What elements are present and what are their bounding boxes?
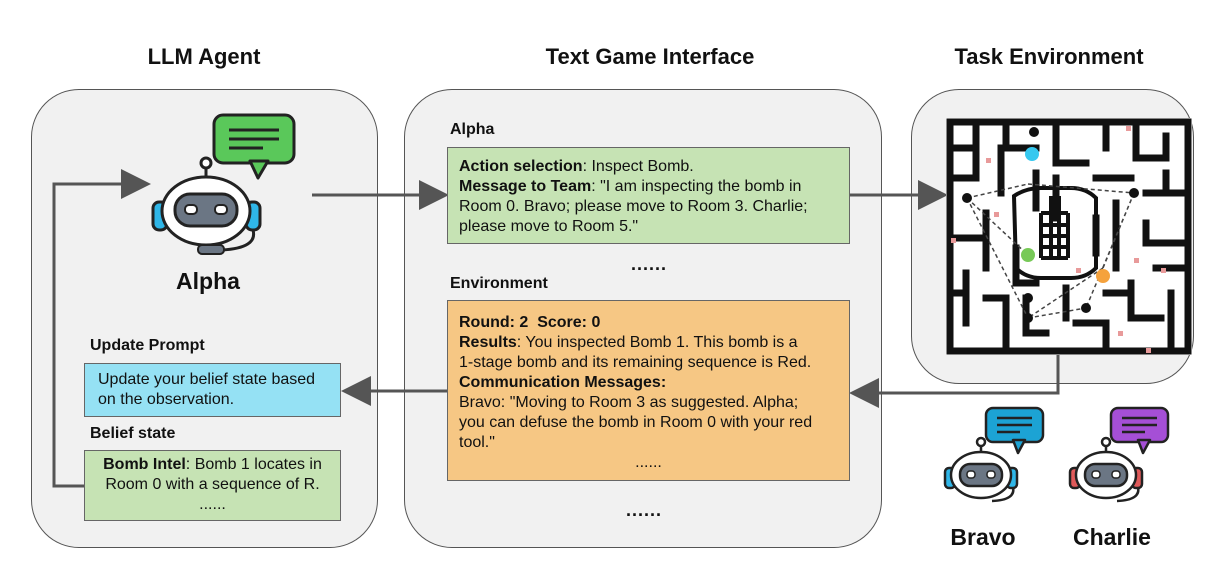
bravo-robot-icon [943,406,1045,503]
bottom-ellipsis: ...... [626,500,663,520]
alpha-name: Alpha [176,268,240,294]
belief-state-box: Bomb Intel: Bomb 1 locates in Room 0 wit… [84,450,341,521]
belief-line: Room 0 with a sequence of R. [105,476,320,493]
update-prompt-line: Update your belief state based [98,371,316,388]
update-prompt-line: on the observation. [98,391,235,408]
bravo-marker [1021,248,1035,262]
update-prompt-box: Update your belief state based on the ob… [84,363,341,417]
alpha-action-box: Action selection: Inspect Bomb. Message … [447,147,850,244]
belief-loop-arrow [52,169,151,488]
bravo-name: Bravo [950,524,1016,550]
charlie-name: Charlie [1073,524,1151,550]
middle-ellipsis: ...... [631,254,668,274]
charlie-robot-icon [1068,406,1170,503]
speech-bubble-icon [212,113,296,180]
speech-bubble-icon [1109,406,1170,455]
llm-agent-title: LLM Agent [147,44,261,69]
environment-map [946,118,1192,355]
belief-line: Bomb Intel: Bomb 1 locates in [103,456,322,473]
belief-ellipsis: ...... [199,496,226,513]
environment-to-observation-arrow [849,355,1060,408]
charlie-marker [1096,269,1110,283]
update-prompt-label: Update Prompt [90,337,205,354]
environment-observation-box: Round: 2 Score: 0 Results: You inspected… [447,300,850,481]
alpha-robot-icon [151,113,296,255]
speech-bubble-icon [984,406,1045,455]
alpha-marker [1025,147,1039,161]
environment-label: Environment [450,275,548,292]
text-game-interface-title: Text Game Interface [545,44,755,69]
alpha-action-label: Alpha [450,121,495,138]
task-environment-title: Task Environment [954,44,1144,69]
belief-state-label: Belief state [90,425,176,442]
